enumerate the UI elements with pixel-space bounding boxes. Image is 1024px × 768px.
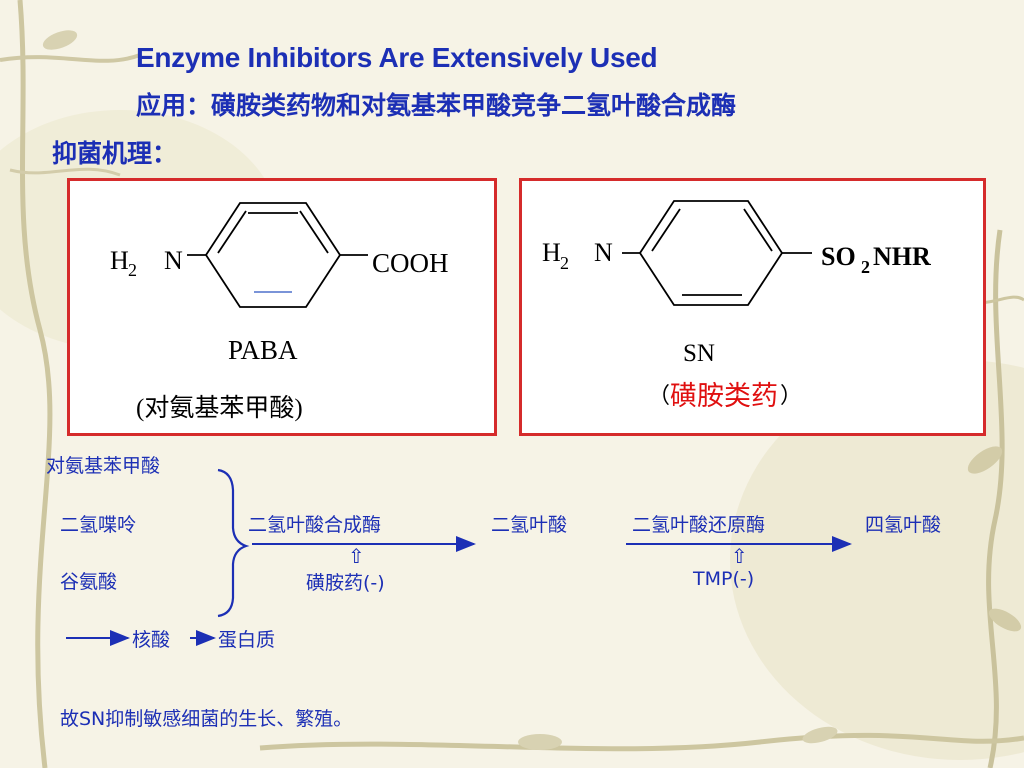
sn-label-open-paren: （ bbox=[648, 383, 670, 408]
sn-h-subscript: 2 bbox=[560, 253, 569, 273]
paba-double-bond-left bbox=[217, 210, 247, 254]
paba-structure-diagram: H 2 N COOH PABA (对氨基苯甲酸) bbox=[110, 202, 449, 422]
paba-h-subscript: 2 bbox=[128, 260, 137, 280]
paba-cooh-group: COOH bbox=[372, 248, 449, 278]
paba-h-atom: H bbox=[110, 246, 129, 275]
conclusion-text: 故SN抑制敏感细菌的生长、繁殖。 bbox=[60, 708, 353, 730]
up-arrow-icon: ⇧ bbox=[731, 544, 748, 568]
downstream-nucleic-acid: 核酸 bbox=[132, 629, 171, 651]
sn-so-group: SO bbox=[821, 242, 856, 271]
sn-n-atom: N bbox=[594, 238, 613, 267]
sn-h-atom: H bbox=[542, 238, 561, 267]
enzyme-dihydrofolate-reductase: 二氢叶酸还原酶 bbox=[632, 514, 766, 536]
downstream-protein: 蛋白质 bbox=[218, 629, 276, 651]
substrate-glutamate: 谷氨酸 bbox=[60, 571, 118, 593]
sn-benzene-ring bbox=[638, 200, 784, 306]
paba-double-bond-right bbox=[299, 210, 329, 254]
sn-label-cn: 磺胺类药 bbox=[670, 381, 778, 411]
product-tetrahydrofolate: 四氢叶酸 bbox=[865, 514, 942, 536]
slide-title-cn: 应用：磺胺类药物和对氨基苯甲酸竞争二氢叶酸合成酶 bbox=[136, 91, 737, 120]
inhibitor-sulfonamide: 磺胺药(-) bbox=[306, 572, 385, 594]
substrate-pteridine: 二氢喋呤 bbox=[60, 514, 137, 536]
sn-label: SN bbox=[683, 340, 715, 367]
sn-structure-panel: H 2 N SO 2 NHR SN （ 磺胺类药 ） bbox=[519, 178, 986, 436]
inhibitor-tmp: TMP(-) bbox=[693, 568, 755, 590]
sn-so-subscript: 2 bbox=[861, 257, 870, 277]
enzyme-dihydrofolate-synthase: 二氢叶酸合成酶 bbox=[248, 514, 382, 536]
paba-label: PABA bbox=[228, 335, 298, 365]
sn-double-bond-left bbox=[651, 208, 681, 252]
paba-label-cn: (对氨基苯甲酸) bbox=[136, 394, 303, 422]
substrate-paba: 对氨基苯甲酸 bbox=[46, 455, 161, 477]
sn-double-bond-right bbox=[743, 208, 773, 252]
product-dihydrofolate: 二氢叶酸 bbox=[491, 514, 568, 536]
sn-label-close-paren: ） bbox=[780, 383, 802, 408]
paba-n-atom: N bbox=[164, 246, 183, 275]
sn-nhr-group: NHR bbox=[873, 242, 931, 271]
paba-benzene-ring bbox=[204, 202, 342, 308]
slide-title-en: Enzyme Inhibitors Are Extensively Used bbox=[136, 42, 658, 73]
sn-structure-diagram: H 2 N SO 2 NHR SN （ 磺胺类药 ） bbox=[542, 200, 931, 411]
slide-subtitle-cn: 抑菌机理： bbox=[52, 139, 178, 168]
up-arrow-icon: ⇧ bbox=[348, 544, 365, 568]
paba-structure-panel: H 2 N COOH PABA (对氨基苯甲酸) bbox=[67, 178, 497, 436]
